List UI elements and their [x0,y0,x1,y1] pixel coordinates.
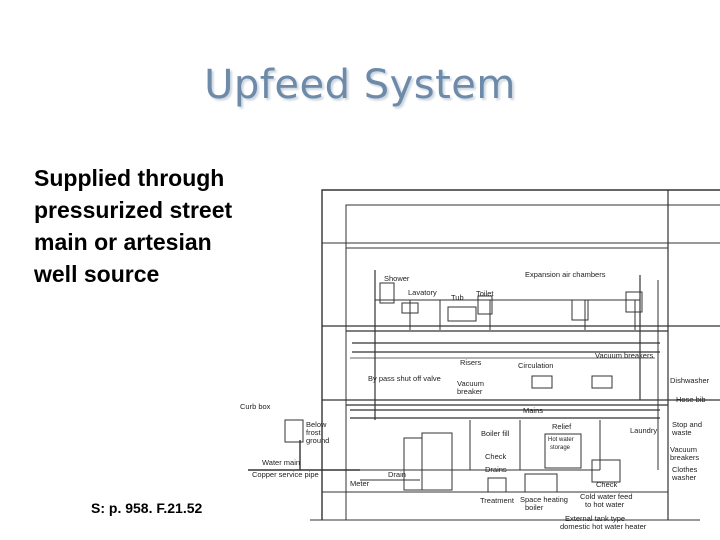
label-space-heating-1: Space heating [520,495,568,504]
label-tub: Tub [451,293,464,302]
label-cold-feed-1: Cold water feed [580,492,633,501]
label-cold-feed-2: to hot water [585,500,625,509]
lavatory-fixture [401,302,419,314]
sink-fixture [531,375,553,389]
slide-title: Upfeed System [204,62,516,108]
label-treatment: Treatment [480,496,515,505]
label-copper-pipe: Copper service pipe [252,470,319,479]
heater [403,437,423,491]
floor-slab-upper [322,242,720,249]
label-water-main: Water main [262,458,300,467]
water-service-pipe [248,440,360,471]
label-curb-box: Curb box [240,402,271,411]
label-expansion: Expansion air chambers [525,270,606,279]
fixture-branch [375,299,640,330]
body-line: Supplied through [34,165,225,191]
horizontal-main [350,409,660,419]
label-vacuum-breakers-low-1: Vacuum [670,445,697,454]
floor-slab-ground [322,399,720,406]
source-citation: S: p. 958. F.21.52 [91,500,203,516]
sink-fixture [591,375,613,389]
label-hose-bib: Hose bib [676,395,706,404]
label-ext-tank-2: domestic hot water heater [560,522,647,531]
label-vacuum-breakers-top: Vacuum breakers [595,351,653,360]
label-bypass: By pass shut off valve [368,374,441,383]
body-line: pressurized street [34,197,233,223]
label-below-frost-1: Below [306,420,327,429]
label-mains: Mains [523,406,543,415]
label-below-frost-2: frost [306,428,322,437]
toilet-fixture [477,295,493,315]
label-hot-water-1: Hot water [548,437,574,443]
label-check-mid: Check [485,452,507,461]
body-text: Supplied through pressurized street main… [34,162,304,290]
label-space-heating-2: boiler [525,503,544,512]
label-lavatory: Lavatory [408,288,437,297]
label-drains-mid: Drains [485,465,507,474]
horizontal-main [352,342,660,353]
building-outline-inner [345,204,720,520]
mains-pipe [469,420,601,470]
label-clothes-washer-1: Clothes [672,465,698,474]
label-hot-water-2: storage [550,445,571,451]
label-clothes-washer-2: washer [671,473,697,482]
basement-distribution [360,469,600,481]
shower-fixture [379,282,395,304]
curb-box [284,419,304,443]
label-below-frost-3: ground [306,436,329,445]
label-drain: Drain [388,470,406,479]
label-vacuum-breaker-2: breaker [457,387,483,396]
toilet-fixture [571,299,589,321]
space-heating-boiler [524,473,558,493]
label-stop-waste-1: Stop and [672,420,702,429]
treatment-unit [487,477,507,493]
label-meter: Meter [350,479,370,488]
floor-slab-second [322,325,720,332]
tub-fixture [447,306,477,322]
toilet-fixture [625,291,643,313]
label-shower: Shower [384,274,410,283]
label-circulation: Circulation [518,361,553,370]
label-risers: Risers [460,358,482,367]
label-relief: Relief [552,422,572,431]
label-laundry: Laundry [630,426,657,435]
clothes-washer [591,459,621,483]
label-boiler-fill: Boiler fill [481,429,510,438]
body-line: main or artesian [34,229,212,255]
label-toilet: Toilet [476,289,494,298]
boiler [421,432,453,491]
label-vacuum-breakers-low-2: breakers [670,453,699,462]
label-ext-tank-1: External tank type [565,514,625,523]
body-line: well source [34,261,160,287]
label-check-low: Check [596,480,618,489]
building-outline [321,189,720,520]
label-stop-waste-2: waste [671,428,692,437]
label-dishwasher: Dishwasher [670,376,710,385]
label-vacuum-breaker-1: Vacuum [457,379,484,388]
hot-water-storage [544,433,582,469]
